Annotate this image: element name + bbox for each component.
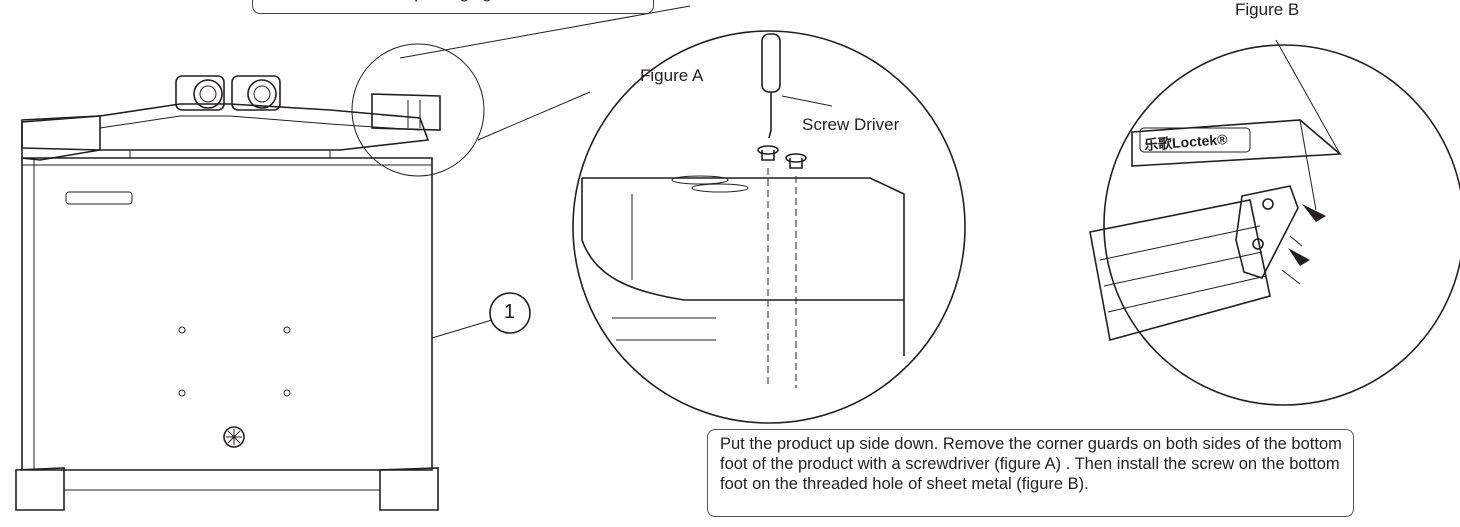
figure-a-label: Figure A — [640, 66, 704, 85]
desk-drawing — [15, 75, 531, 511]
logo-plate — [65, 191, 133, 205]
cable-grommet — [223, 426, 245, 448]
part-number: 1 — [504, 301, 516, 323]
figure-a-drawing — [572, 30, 966, 424]
motor-right — [231, 75, 281, 111]
packaging-callout: packaging — [252, 0, 654, 14]
figure-b-drawing — [1089, 39, 1460, 406]
part-number-circle — [489, 292, 531, 334]
figure-b-label: Figure B — [1235, 0, 1300, 19]
detail-callout-circle — [351, 43, 485, 177]
instruction-box: Put the product up side down. Remove the… — [707, 429, 1354, 517]
instruction-text: Put the product up side down. Remove the… — [720, 435, 1342, 493]
foot-right — [379, 467, 439, 511]
screwdriver-label: Screw Driver — [802, 115, 900, 134]
foot-left — [15, 467, 65, 511]
motor-left — [175, 75, 225, 111]
packaging-callout-text: packaging — [253, 0, 653, 3]
